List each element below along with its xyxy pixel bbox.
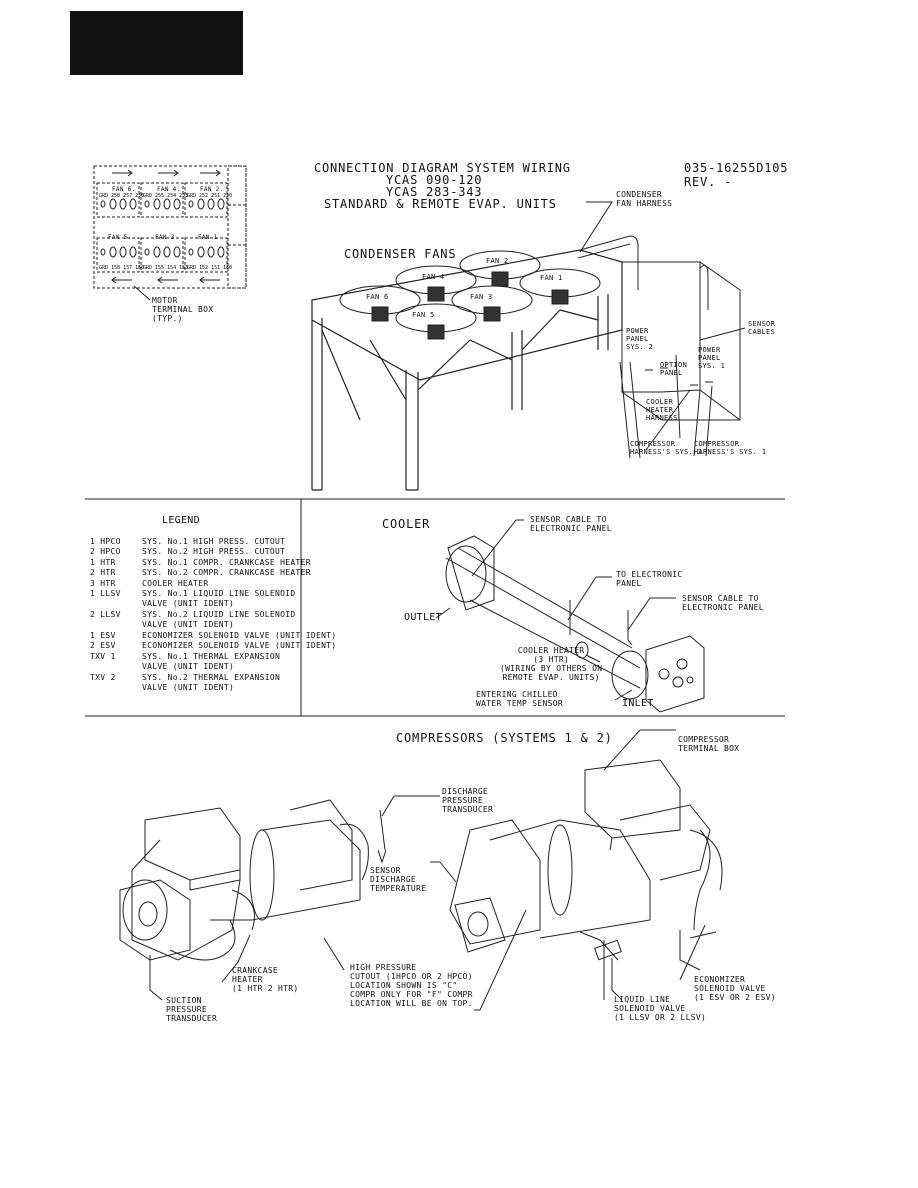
economizer-solenoid-label: ECONOMIZER SOLENOID VALVE (1 ESV OR 2 ES…: [694, 975, 776, 1002]
sensor-cable-label-2: SENSOR CABLE TO ELECTRONIC PANEL: [682, 594, 764, 612]
terminal-numbers: GRD 158 157 156: [99, 265, 145, 271]
cooler-drawing: [435, 519, 705, 713]
liquid-line-solenoid-label: LIQUID LINE SOLENOID VALVE (1 LLSV OR 2 …: [614, 995, 707, 1022]
sensor-cables-label: SENSOR CABLES: [748, 320, 776, 336]
legend-row: VALVE (UNIT IDENT): [142, 599, 235, 608]
title-line-4: STANDARD & REMOTE EVAP. UNITS: [324, 197, 557, 211]
crankcase-heater-label: CRANKCASE HEATER (1 HTR 2 HTR): [232, 966, 299, 993]
condenser-frame: [311, 249, 623, 491]
sensor-cable-label-1: SENSOR CABLE TO ELECTRONIC PANEL: [530, 515, 612, 533]
compressor-terminal-box-label: COMPRESSOR TERMINAL BOX: [678, 735, 740, 753]
condenser-fans-heading: CONDENSER FANS: [344, 247, 457, 261]
option-panel-label: OPTION PANEL: [660, 361, 688, 377]
compressor-right: [430, 759, 723, 1011]
fan-harness-line: [577, 235, 631, 259]
doc-rev: REV. -: [684, 175, 733, 189]
compressor-left: [119, 799, 387, 1001]
fan-label: FAN 4.: [157, 186, 181, 193]
sensor-discharge-temp-label: SENSOR DISCHARGE TEMPERATURE: [370, 866, 427, 893]
hpco-label: HIGH PRESSURE CUTOUT (1HPCO OR 2 HPCO) L…: [350, 963, 473, 1008]
title-line-1: CONNECTION DIAGRAM SYSTEM WIRING: [314, 161, 571, 175]
entering-water-sensor-label: ENTERING CHILLED WATER TEMP SENSOR: [476, 690, 563, 708]
terminal-ovals: [100, 198, 225, 258]
title-line-2: YCAS 090-120: [386, 173, 483, 187]
compressor-harness-sys1-label: COMPRESSOR HARNESS'S SYS. 1: [694, 440, 767, 456]
terminal-box-outline: [93, 165, 247, 289]
doc-number: 035-16255D105: [684, 161, 789, 175]
terminal-numbers: GRD 258 257 256: [99, 193, 145, 199]
terminal-numbers: GRD 255 254 253: [143, 193, 189, 199]
terminal-numbers: GRD 252 251 250: [187, 193, 233, 199]
cooler-heading: COOLER: [382, 517, 431, 531]
fan-label: FAN 4: [422, 273, 445, 281]
terminal-numbers: GRD 152 151 150: [187, 265, 233, 271]
compressors-heading: COMPRESSORS (SYSTEMS 1 & 2): [396, 731, 613, 745]
fan-label: FAN 6: [366, 293, 389, 301]
outlet-label: OUTLET: [404, 612, 442, 623]
title-line-3: YCAS 283-343: [386, 185, 483, 199]
condenser-fans: [339, 250, 601, 340]
fan-label: FAN 2.: [200, 186, 224, 193]
fan-label: FAN 2: [486, 257, 509, 265]
cooler-heater-harness-label: COOLER HEATER HARNESS: [646, 398, 678, 422]
fan-label: FAN 1: [198, 234, 218, 241]
legend-heading: LEGEND: [162, 515, 200, 526]
fan-label: FAN 5: [412, 311, 435, 319]
fan-label: FAN 1: [540, 274, 563, 282]
fan-label: FAN 3: [470, 293, 493, 301]
header-black-block: [70, 11, 243, 75]
fan-label: FAN 6.: [112, 186, 136, 193]
power-panel-sys2-label: POWER PANEL SYS. 2: [626, 327, 654, 351]
inlet-label: INLET: [622, 698, 654, 709]
cooler-heater-label: COOLER HEATER (3 HTR) (WIRING BY OTHERS …: [500, 646, 603, 682]
fan-harness-label: CONDENSER FAN HARNESS: [616, 190, 673, 208]
legend-row: VALVE (UNIT IDENT): [142, 683, 235, 692]
legend-row: VALVE (UNIT IDENT): [142, 620, 235, 629]
power-panel-sys1-label: POWER PANEL SYS. 1: [698, 346, 726, 370]
compressor-harness-sys2-label: COMPRESSOR HARNESS'S SYS. 2: [630, 440, 703, 456]
fan-label: FAN 3: [155, 234, 175, 241]
suction-pressure-transducer-label: SUCTION PRESSURE TRANSDUCER: [166, 996, 218, 1023]
motor-terminal-box-callout: MOTOR TERMINAL BOX (TYP.): [152, 296, 214, 323]
terminal-numbers: GRD 155 154 153: [143, 265, 189, 271]
fan-label: FAN 5.: [108, 234, 132, 241]
to-electronic-panel-label: TO ELECTRONIC PANEL: [616, 570, 683, 588]
discharge-pressure-transducer-label: DISCHARGE PRESSURE TRANSDUCER: [442, 787, 494, 814]
legend-row: VALVE (UNIT IDENT): [142, 662, 235, 671]
